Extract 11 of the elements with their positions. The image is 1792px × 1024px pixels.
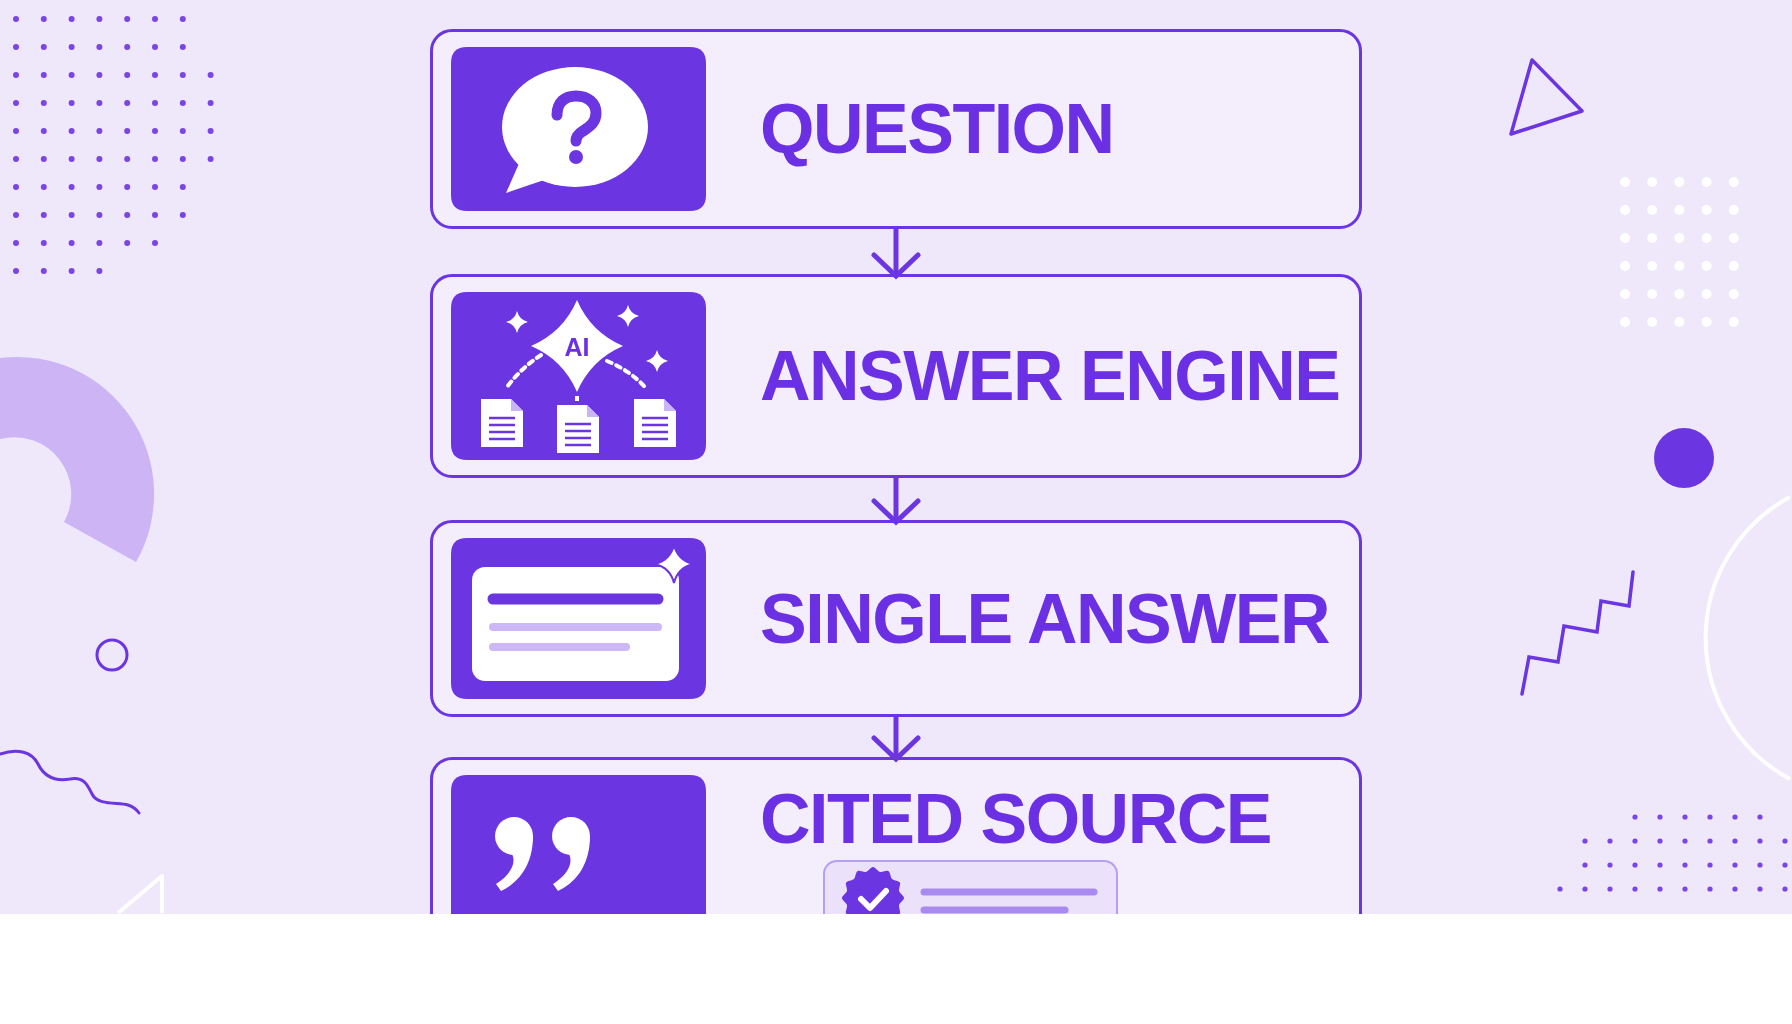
arrow	[871, 227, 921, 279]
arrow	[871, 476, 921, 525]
step-label: CITED SOURCE	[760, 784, 1271, 854]
step-label: ANSWER ENGINE	[760, 341, 1340, 411]
process-box	[430, 520, 1362, 717]
process-box	[430, 29, 1362, 229]
icon-text: AI	[564, 334, 590, 360]
process-box	[430, 757, 1362, 914]
arrow	[871, 715, 921, 762]
step-label: SINGLE ANSWER	[760, 583, 1330, 654]
process-box	[430, 274, 1362, 478]
